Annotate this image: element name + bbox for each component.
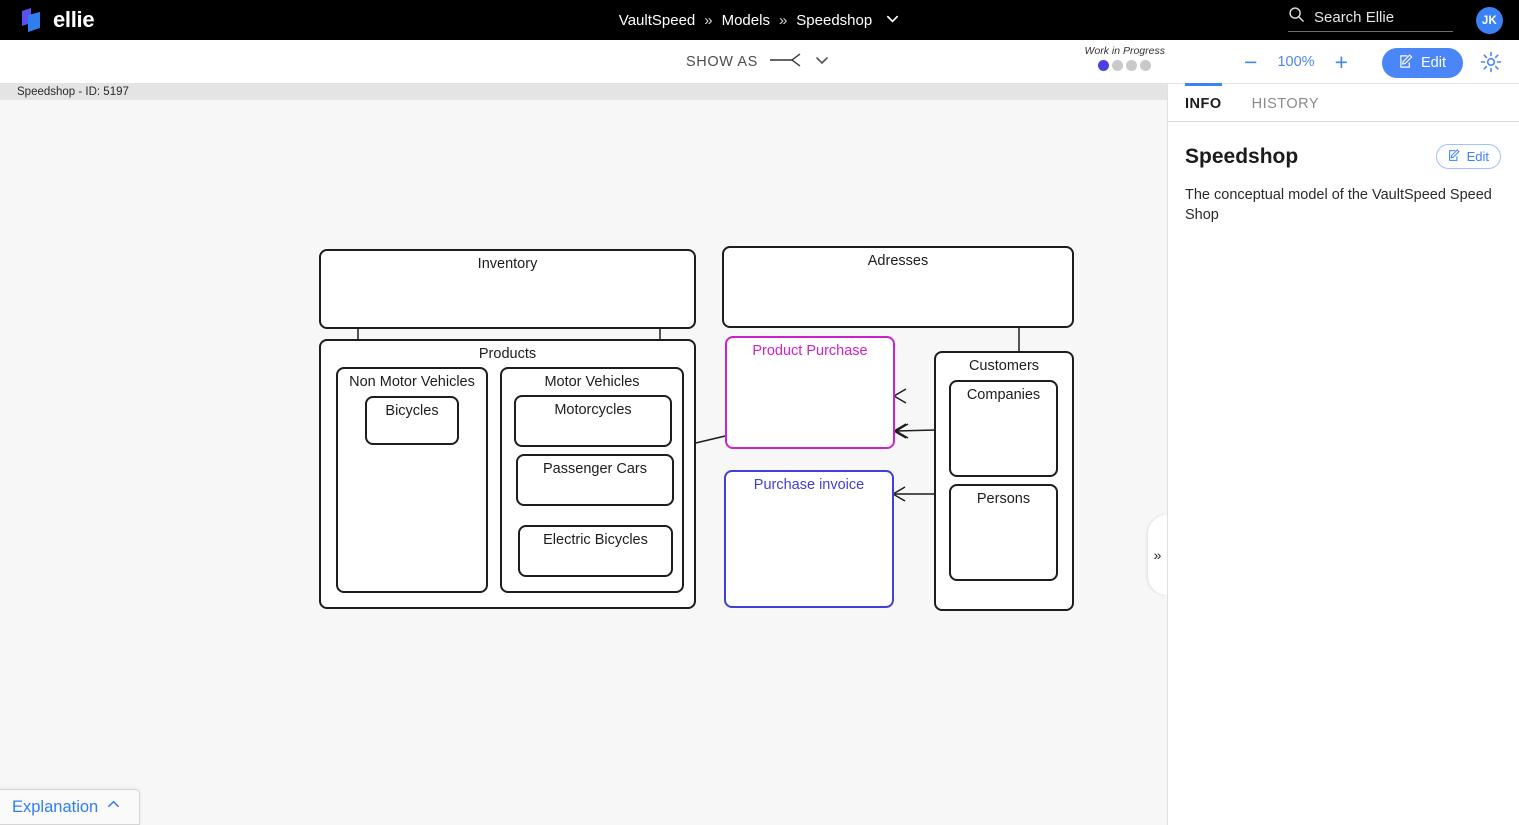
breadcrumb-item-speedshop[interactable]: Speedshop	[796, 11, 873, 29]
panel-edit-button[interactable]: Edit	[1435, 144, 1501, 169]
show-as-control[interactable]: SHOW AS	[686, 40, 830, 84]
entity-label: Inventory	[478, 256, 538, 272]
entity-companies[interactable]: Companies	[949, 380, 1058, 477]
crowsfoot-icon	[892, 486, 906, 502]
crowsfoot-icon	[893, 423, 907, 439]
entity-label: Electric Bicycles	[543, 532, 648, 548]
tab-info[interactable]: INFO	[1185, 83, 1222, 121]
entity-label: Adresses	[868, 253, 928, 269]
entity-box[interactable]	[724, 470, 894, 608]
search-input[interactable]: Search Ellie	[1288, 6, 1453, 32]
zoom-out-button[interactable]: −	[1244, 48, 1258, 75]
entity-persons[interactable]: Persons	[949, 484, 1058, 581]
gear-icon[interactable]	[1479, 50, 1503, 79]
zoom-controls: − 100% +	[1244, 40, 1348, 84]
entity-purchase_invoice[interactable]: Purchase invoice	[724, 470, 894, 608]
chevron-double-right-icon[interactable]: »	[1148, 515, 1167, 595]
entity-inventory[interactable]: Inventory	[319, 249, 696, 329]
entity-electric_bicycles[interactable]: Electric Bicycles	[518, 525, 673, 577]
work-in-progress-steps	[1098, 60, 1152, 71]
tab-history[interactable]: HISTORY	[1251, 95, 1320, 112]
avatar[interactable]: JK	[1476, 7, 1503, 34]
entity-label: Persons	[977, 491, 1030, 507]
page-title: Speedshop	[1185, 144, 1299, 168]
entity-motorcycles[interactable]: Motorcycles	[514, 395, 672, 447]
breadcrumb-item-models[interactable]: Models	[721, 11, 770, 29]
crowsfoot-icon	[894, 423, 909, 439]
chevron-down-icon[interactable]	[814, 52, 830, 73]
work-in-progress-label: Work in Progress	[1084, 45, 1165, 57]
entity-adresses[interactable]: Adresses	[722, 246, 1074, 328]
entity-passenger_cars[interactable]: Passenger Cars	[516, 454, 674, 506]
diagram-toolbar: SHOW AS Work in Progress − 100%	[0, 40, 1519, 84]
entity-label: Motorcycles	[554, 402, 631, 418]
top-navigation-bar: ellie VaultSpeed » Models » Speedshop Se…	[0, 0, 1519, 40]
entity-label: Customers	[969, 358, 1039, 374]
entity-box[interactable]	[319, 249, 696, 329]
search-icon	[1288, 6, 1305, 28]
breadcrumb-separator: »	[778, 11, 788, 29]
model-id-bar: Speedshop - ID: 5197	[0, 84, 1167, 100]
ellie-logo-icon	[18, 7, 44, 33]
entity-box[interactable]	[518, 525, 673, 577]
work-in-progress-status[interactable]: Work in Progress	[1084, 45, 1165, 71]
explanation-label: Explanation	[12, 797, 99, 816]
entity-label: Passenger Cars	[543, 461, 647, 477]
relationship-line[interactable]	[895, 429, 936, 432]
crowsfoot-notation-icon	[769, 52, 802, 73]
entity-box[interactable]	[516, 454, 674, 506]
panel-header: Speedshop Edit	[1168, 122, 1519, 169]
entity-box[interactable]	[949, 484, 1058, 581]
panel-edit-label: Edit	[1466, 149, 1489, 164]
explanation-toggle[interactable]: Explanation	[0, 789, 140, 825]
entity-box[interactable]	[725, 336, 895, 449]
chevron-up-icon	[106, 797, 121, 817]
edit-button[interactable]: Edit	[1382, 48, 1463, 78]
breadcrumb-separator: »	[704, 11, 713, 29]
panel-tabs: INFO HISTORY	[1168, 83, 1519, 122]
breadcrumb-item-vaultspeed[interactable]: VaultSpeed	[618, 11, 696, 29]
show-as-label: SHOW AS	[686, 54, 758, 70]
brand[interactable]: ellie	[18, 7, 95, 33]
wip-step-2[interactable]	[1112, 60, 1124, 71]
pencil-square-icon	[1448, 148, 1461, 165]
breadcrumb: VaultSpeed » Models » Speedshop	[0, 11, 1519, 30]
model-description: The conceptual model of the VaultSpeed S…	[1185, 187, 1492, 223]
entity-bicycles[interactable]: Bicycles	[365, 396, 459, 445]
entity-box[interactable]	[514, 395, 672, 447]
brand-name: ellie	[53, 7, 95, 32]
zoom-in-button[interactable]: +	[1334, 48, 1348, 75]
chevron-down-icon[interactable]	[885, 11, 900, 30]
wip-step-3[interactable]	[1126, 60, 1138, 71]
entity-label: Products	[479, 346, 536, 362]
wip-step-4[interactable]	[1140, 60, 1152, 71]
entity-label: Product Purchase	[752, 343, 867, 359]
entity-label: Motor Vehicles	[544, 374, 639, 390]
entity-label: Companies	[967, 387, 1040, 403]
crowsfoot-icon	[892, 388, 907, 404]
entity-label: Non Motor Vehicles	[349, 374, 475, 390]
search-placeholder: Search Ellie	[1314, 8, 1395, 26]
entity-box[interactable]	[722, 246, 1074, 328]
entity-box[interactable]	[949, 380, 1058, 477]
edit-button-label: Edit	[1421, 55, 1446, 71]
entity-product_purchase[interactable]: Product Purchase	[725, 336, 895, 449]
info-panel: INFO HISTORY Speedshop Edit The conceptu…	[1167, 83, 1519, 825]
entity-label: Bicycles	[385, 403, 438, 419]
pencil-square-icon	[1399, 53, 1414, 73]
entity-box[interactable]	[365, 396, 459, 445]
wip-step-1[interactable]	[1098, 60, 1110, 71]
zoom-level-value: 100%	[1277, 54, 1315, 70]
entity-label: Purchase invoice	[754, 477, 864, 493]
